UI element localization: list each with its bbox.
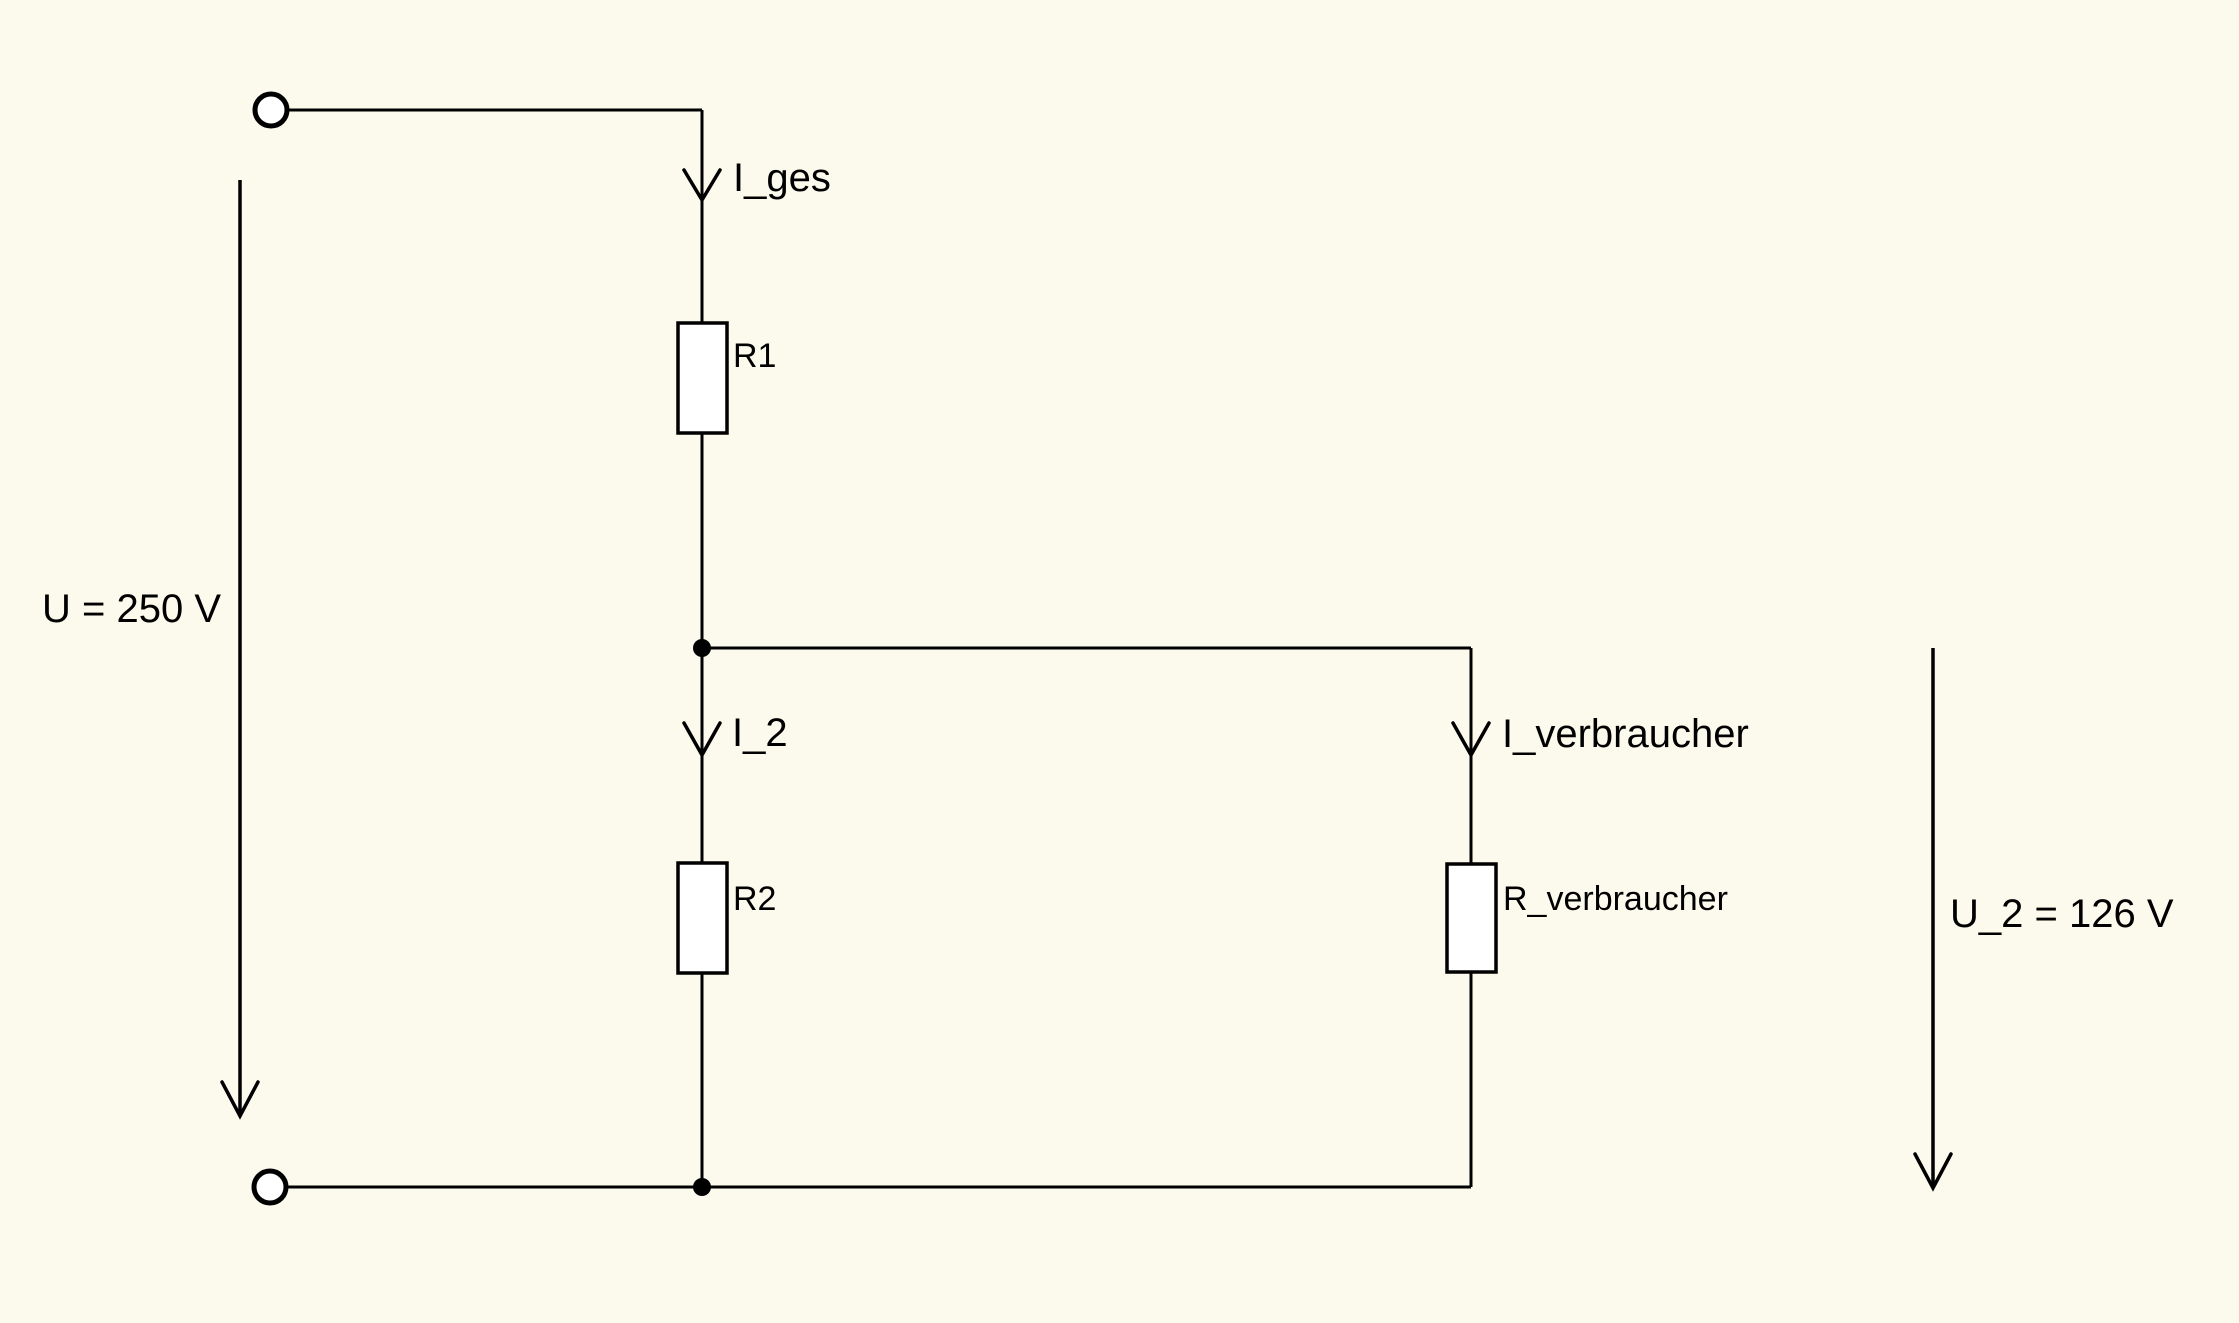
resistor-verbraucher-body bbox=[1445, 862, 1498, 974]
junction-dot-bottom bbox=[693, 1178, 711, 1196]
voltage-arrow-u bbox=[220, 180, 260, 1120]
current-arrow-i2-icon bbox=[682, 721, 722, 759]
label-supply-voltage: U = 250 V bbox=[42, 587, 221, 631]
current-arrow-iverbraucher-icon bbox=[1451, 721, 1491, 759]
junction-dot-middle bbox=[693, 639, 711, 657]
terminal-bottom-left bbox=[251, 1168, 289, 1206]
label-consumer-resistor: R_verbraucher bbox=[1503, 880, 1728, 918]
resistor-r2-body bbox=[676, 861, 729, 975]
voltage-arrow-u2-head-icon bbox=[1913, 1152, 1953, 1192]
label-branch-voltage-2: U_2 = 126 V bbox=[1950, 892, 2174, 936]
label-consumer-current: I_verbraucher bbox=[1502, 712, 1749, 756]
voltage-arrow-u-head-icon bbox=[220, 1080, 260, 1120]
voltage-arrow-u2 bbox=[1913, 648, 1953, 1192]
current-arrow-iges-icon bbox=[682, 168, 722, 204]
label-resistor-r1: R1 bbox=[733, 337, 776, 375]
label-branch-current-2: I_2 bbox=[732, 711, 788, 755]
label-resistor-r2: R2 bbox=[733, 880, 776, 918]
label-total-current: I_ges bbox=[733, 156, 831, 200]
resistor-r1-body bbox=[676, 321, 729, 435]
terminal-top-left bbox=[252, 91, 290, 129]
